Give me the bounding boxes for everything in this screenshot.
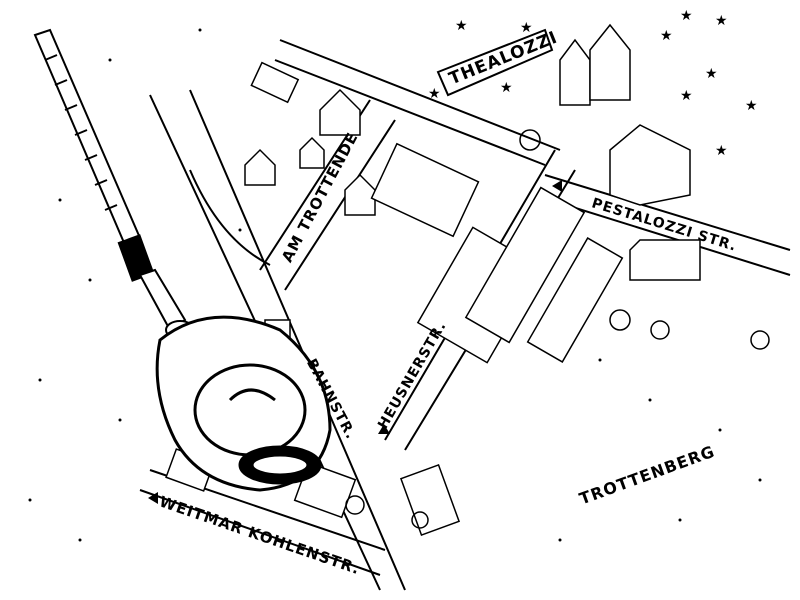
svg-text:★: ★ bbox=[660, 28, 673, 44]
road-upper bbox=[274, 39, 561, 166]
svg-text:★: ★ bbox=[715, 143, 728, 159]
svg-text:★: ★ bbox=[680, 88, 693, 104]
svg-text:★: ★ bbox=[705, 66, 718, 82]
svg-text:★: ★ bbox=[428, 86, 441, 102]
direction-arrows bbox=[148, 180, 562, 504]
svg-text:★: ★ bbox=[520, 20, 533, 36]
buildings bbox=[165, 23, 701, 536]
svg-text:★: ★ bbox=[715, 13, 728, 29]
svg-text:★: ★ bbox=[745, 98, 758, 114]
trees bbox=[345, 129, 770, 529]
road-pestalozzi bbox=[544, 174, 791, 276]
drill-head bbox=[155, 315, 332, 492]
svg-text:★: ★ bbox=[500, 80, 513, 96]
svg-text:★: ★ bbox=[680, 8, 693, 24]
texture-dots bbox=[28, 28, 762, 542]
svg-text:★: ★ bbox=[455, 18, 468, 34]
stars: ★ ★ ★ ★ ★ ★ ★ ★ ★ ★ ★ bbox=[428, 8, 758, 159]
banner-scroll bbox=[436, 28, 554, 97]
drill-bit bbox=[33, 28, 195, 340]
